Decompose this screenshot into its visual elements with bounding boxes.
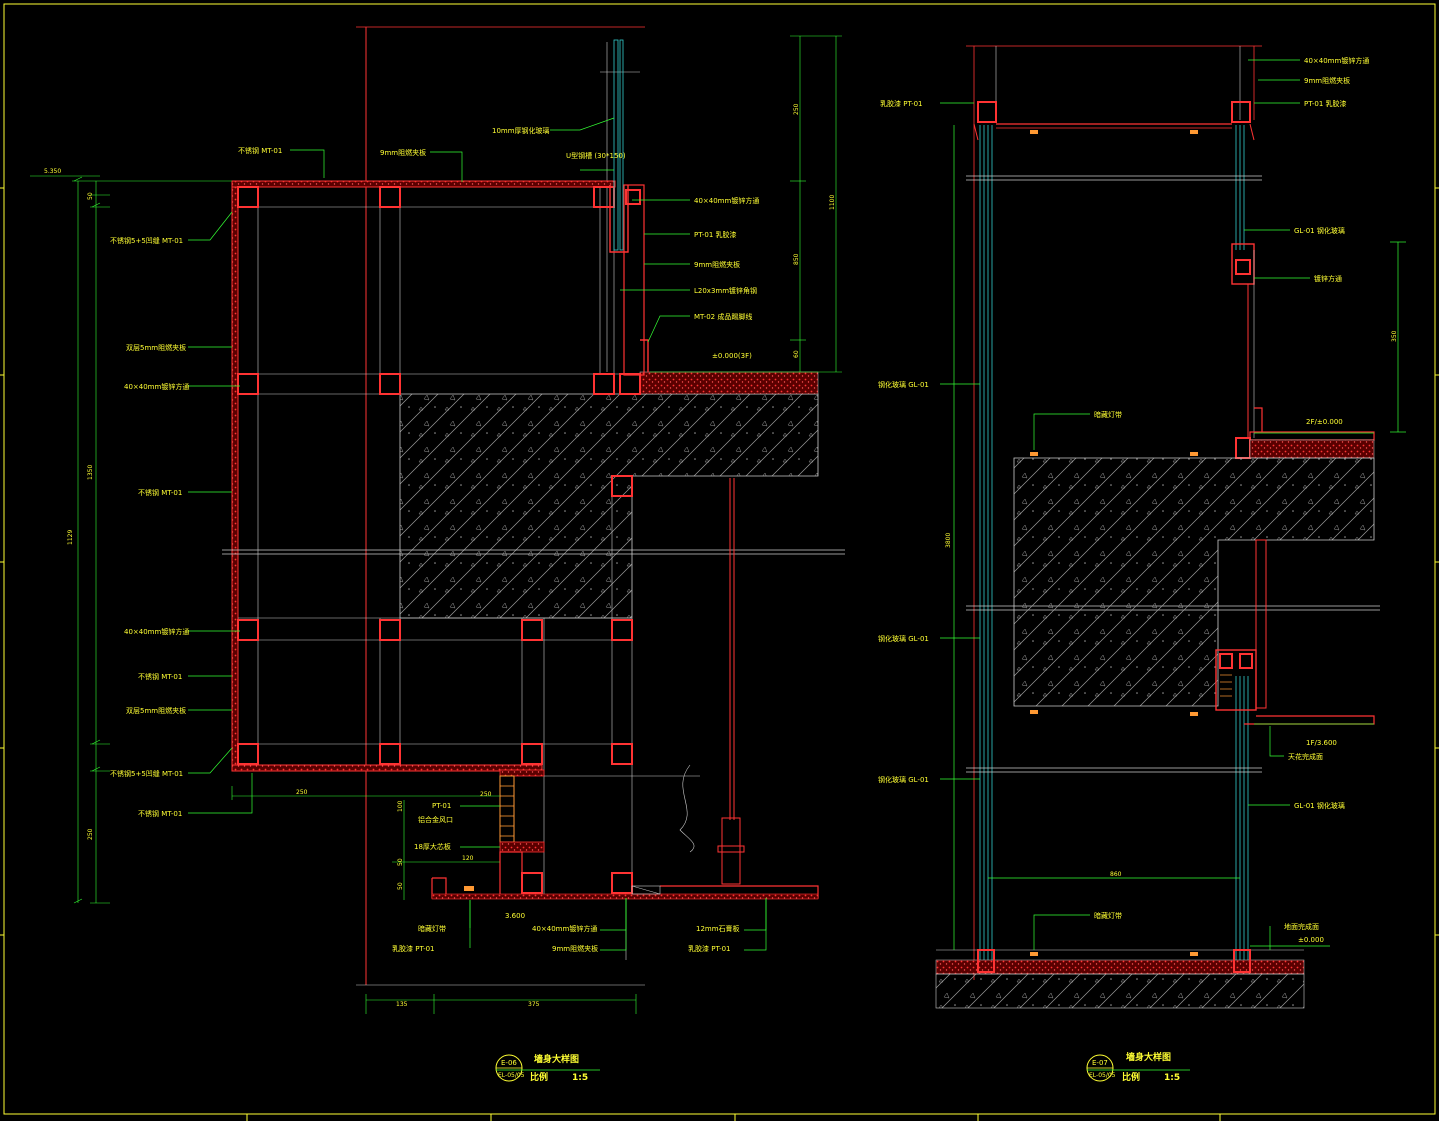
dim-small-2: 50 xyxy=(397,858,404,866)
dim-r-side: 350 xyxy=(1391,330,1398,342)
label-stainless-top: 不锈钢 MT-01 xyxy=(238,146,282,155)
scale-label: 比例 xyxy=(1122,1071,1140,1083)
label-tube-bottom: 40×40mm镀锌方通 xyxy=(532,924,597,933)
label-board-top: 9mm阻燃夹板 xyxy=(380,148,426,157)
floor-elevation: ±0.000 xyxy=(1298,936,1324,944)
drawing-frame xyxy=(0,3,1439,1121)
dim-small-1: 100 xyxy=(397,800,404,812)
label-latex-paint: 乳胶漆 PT-01 xyxy=(392,944,435,953)
label-stainless-mid: 不锈钢 MT-01 xyxy=(138,488,182,497)
label-r-glass-3: 钢化玻璃 GL-01 xyxy=(878,775,929,784)
ceiling-elevation: 3.600 xyxy=(505,912,525,920)
label-r-tube: 40×40mm镀锌方通 xyxy=(1304,56,1369,65)
label-r-glass-right: GL-01 钢化玻璃 xyxy=(1294,226,1345,235)
right-labels: 40×40mm镀锌方通 9mm阻燃夹板 PT-01 乳胶漆 乳胶漆 PT-01 … xyxy=(878,56,1398,944)
label-r-glass-bottom: GL-01 钢化玻璃 xyxy=(1294,801,1345,810)
dim-h-135: 135 xyxy=(396,1001,408,1008)
label-u-channel: U型钢槽 (30*150) xyxy=(566,151,626,160)
label-r-latex: 乳胶漆 PT-01 xyxy=(880,99,923,108)
detail-ref: EL-05/05 xyxy=(1089,1072,1116,1079)
label-paint-bottom: 乳胶漆 PT-01 xyxy=(688,944,731,953)
dim-r-height: 3800 xyxy=(945,533,952,548)
dim-h-375: 375 xyxy=(528,1001,540,1008)
dim-h-250b: 250 xyxy=(480,791,492,798)
left-labels: 5.350 1129 1350 250 50 不锈钢 MT-01 不锈钢5+5凹… xyxy=(44,103,836,1008)
label-gypsum: 12mm石膏板 xyxy=(696,924,740,933)
right-wall-section xyxy=(935,45,1380,1009)
elevation-1f: 1F/3.600 xyxy=(1306,739,1337,747)
dim-r4: 60 xyxy=(793,350,800,358)
label-r-galv-tube: 镀锌方通 xyxy=(1314,274,1342,283)
dim-r-width: 860 xyxy=(1110,871,1122,878)
label-air-vent: 铝合金风口 xyxy=(418,815,453,824)
label-r-board: 9mm阻燃夹板 xyxy=(1304,76,1350,85)
label-core-board: 18厚大芯板 xyxy=(414,842,451,851)
floor-elevation-3f: ±0.000(3F) xyxy=(712,352,752,360)
label-r-light-1: 暗藏灯带 xyxy=(1094,410,1122,419)
left-wall-section xyxy=(222,26,845,986)
dim-small-3: 50 xyxy=(397,882,404,890)
top-elevation: 5.350 xyxy=(44,168,61,175)
dim-r3: 850 xyxy=(793,253,800,265)
scale-value: 1:5 xyxy=(1164,1073,1180,1083)
detail-title: 墙身大样图 xyxy=(1126,1051,1171,1063)
detail-title: 墙身大样图 xyxy=(534,1053,579,1065)
dim-lower: 250 xyxy=(87,828,94,840)
label-double-board: 双层5mm阻燃夹板 xyxy=(126,343,186,352)
label-tube-right: 40×40mm镀锌方通 xyxy=(694,196,759,205)
dim-r2: 1100 xyxy=(829,195,836,210)
left-dimensions xyxy=(30,35,842,1014)
label-ceiling-finish: 天花完成面 xyxy=(1288,752,1323,761)
scale-value: 1:5 xyxy=(572,1073,588,1083)
label-skirting: MT-02 成品踢脚线 xyxy=(694,312,752,321)
dim-top-small: 50 xyxy=(87,192,94,200)
dim-total-height: 1129 xyxy=(67,530,74,545)
label-tempered-glass: 10mm厚钢化玻璃 xyxy=(492,126,550,135)
label-double-board-2: 双层5mm阻燃夹板 xyxy=(126,706,186,715)
title-block-e07: E-07 EL-05/05 墙身大样图 比例 1:5 xyxy=(1086,1051,1190,1083)
label-stainless-groove-top: 不锈钢5+5凹缝 MT-01 xyxy=(110,236,183,245)
label-stainless-groove-bottom: 不锈钢5+5凹缝 MT-01 xyxy=(110,769,183,778)
label-square-tube-2: 40×40mm镀锌方通 xyxy=(124,627,189,636)
detail-number: E-07 xyxy=(1092,1059,1108,1067)
dim-box-height: 1350 xyxy=(87,465,94,480)
dim-h-250: 250 xyxy=(296,789,308,796)
scale-label: 比例 xyxy=(530,1071,548,1083)
dim-h-120: 120 xyxy=(462,855,474,862)
detail-ref: EL-05/05 xyxy=(498,1072,525,1079)
label-board-bottom: 9mm阻燃夹板 xyxy=(552,944,598,953)
label-board-right: 9mm阻燃夹板 xyxy=(694,260,740,269)
left-leaders xyxy=(188,117,767,951)
label-pt01: PT-01 xyxy=(432,802,451,810)
label-paint-right: PT-01 乳胶漆 xyxy=(694,230,737,239)
label-floor-finish: 地面完成面 xyxy=(1284,922,1319,931)
label-square-tube: 40×40mm镀锌方通 xyxy=(124,382,189,391)
elevation-2f: 2F/±0.000 xyxy=(1306,418,1343,426)
dim-r1: 250 xyxy=(793,103,800,115)
label-stainless-bottom: 不锈钢 MT-01 xyxy=(138,809,182,818)
label-r-glass-2: 钢化玻璃 GL-01 xyxy=(878,634,929,643)
label-r-light-2: 暗藏灯带 xyxy=(1094,911,1122,920)
label-stainless-low: 不锈钢 MT-01 xyxy=(138,672,182,681)
label-hidden-light: 暗藏灯带 xyxy=(418,924,446,933)
label-r-glass-1: 钢化玻璃 GL-01 xyxy=(878,380,929,389)
detail-number: E-06 xyxy=(501,1059,517,1067)
label-r-paint: PT-01 乳胶漆 xyxy=(1304,99,1347,108)
right-leaders xyxy=(940,59,1406,950)
label-angle-steel: L20x3mm镀锌角钢 xyxy=(694,286,757,295)
title-block-e06: E-06 EL-05/05 墙身大样图 比例 1:5 xyxy=(495,1053,600,1083)
